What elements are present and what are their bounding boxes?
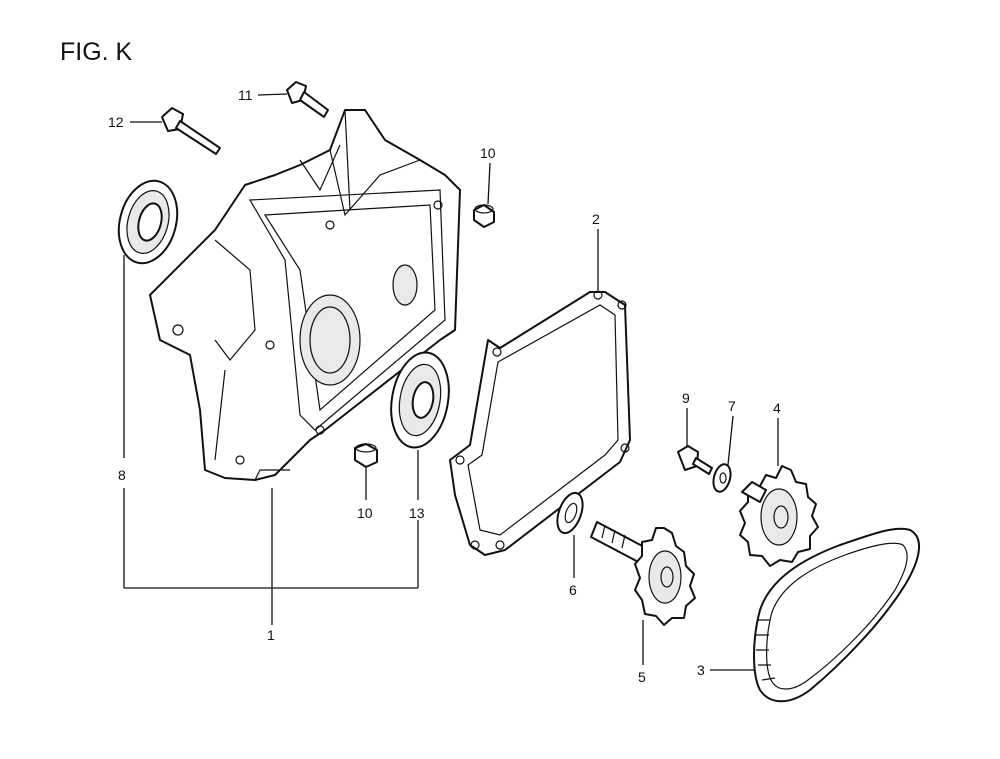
callout-2: 2 bbox=[592, 211, 600, 227]
dowel-pin-lower-part bbox=[354, 443, 378, 468]
callout-7: 7 bbox=[728, 398, 736, 414]
callout-8: 8 bbox=[118, 467, 126, 483]
callout-1: 1 bbox=[267, 627, 275, 643]
callout-10-lower: 10 bbox=[357, 505, 373, 521]
bolt-11-part bbox=[286, 81, 329, 118]
oil-seal-left-part bbox=[117, 179, 179, 265]
bearing-part bbox=[390, 351, 450, 449]
washer-7-part bbox=[712, 463, 732, 493]
callout-13: 13 bbox=[409, 505, 425, 521]
washer-6-part bbox=[556, 491, 584, 535]
gasket-part bbox=[449, 290, 631, 556]
dowel-pin-upper-part bbox=[473, 204, 495, 228]
assembly-bracket bbox=[123, 255, 419, 625]
callout-10-upper: 10 bbox=[480, 145, 496, 161]
sprocket-shaft-part bbox=[590, 521, 696, 626]
sprocket-4-part bbox=[739, 465, 819, 567]
callout-12: 12 bbox=[108, 114, 124, 130]
callout-3: 3 bbox=[697, 662, 705, 678]
callout-11: 11 bbox=[238, 87, 253, 103]
chain-part bbox=[753, 527, 921, 703]
gear-case-part bbox=[149, 109, 461, 481]
callout-4: 4 bbox=[773, 400, 781, 416]
bolt-9-part bbox=[677, 445, 713, 475]
callout-labels: 11 12 10 2 8 10 13 1 6 5 9 7 4 3 bbox=[108, 87, 781, 685]
callout-6: 6 bbox=[569, 582, 577, 598]
callout-9: 9 bbox=[682, 390, 690, 406]
bolt-12-part bbox=[161, 107, 221, 155]
callout-5: 5 bbox=[638, 669, 646, 685]
leader-lines bbox=[130, 93, 779, 671]
figure-title: FIG. K bbox=[60, 38, 133, 66]
